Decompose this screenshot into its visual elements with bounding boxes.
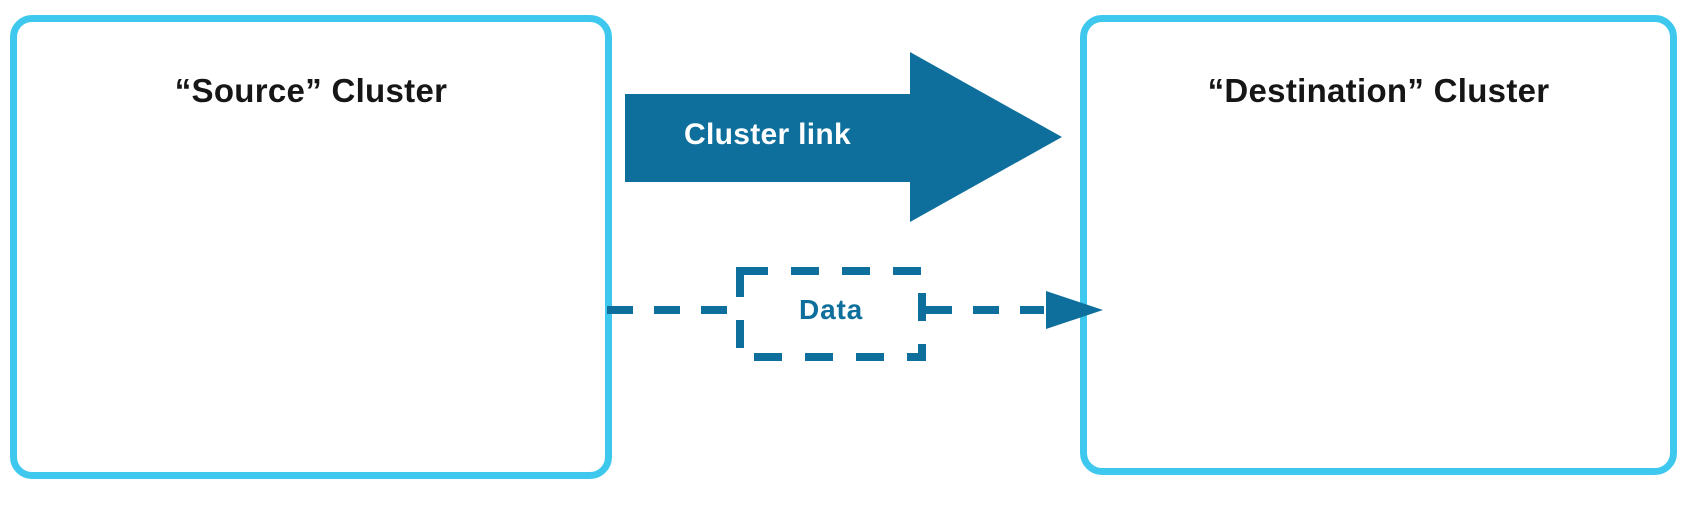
- destination-cluster-box: “Destination” Cluster: [1080, 15, 1677, 475]
- cluster-link-label: Cluster link: [684, 118, 851, 151]
- data-flow-label: Data: [799, 294, 863, 325]
- source-cluster-title: “Source” Cluster: [174, 72, 448, 109]
- source-cluster-box: “Source” Cluster: [10, 15, 612, 479]
- destination-cluster-title: “Destination” Cluster: [1207, 72, 1550, 109]
